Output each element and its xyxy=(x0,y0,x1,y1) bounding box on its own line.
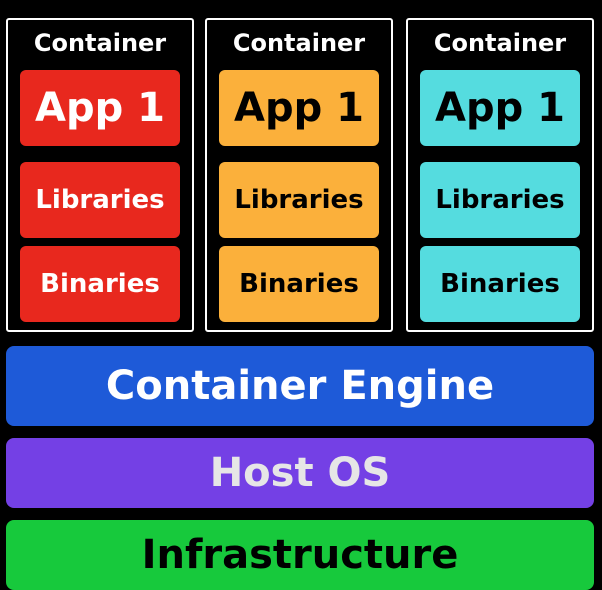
container-title: Container xyxy=(433,29,567,57)
container-title: Container xyxy=(33,29,167,57)
app-block: App 1 xyxy=(219,70,379,146)
host-os-layer: Host OS xyxy=(6,438,594,508)
binaries-block: Binaries xyxy=(20,246,180,322)
binaries-block: Binaries xyxy=(420,246,580,322)
libraries-block: Libraries xyxy=(219,162,379,238)
container-box-3: Container App 1 Libraries Binaries xyxy=(406,18,594,332)
app-block: App 1 xyxy=(420,70,580,146)
container-box-1: Container App 1 Libraries Binaries xyxy=(6,18,194,332)
app-block: App 1 xyxy=(20,70,180,146)
container-title: Container xyxy=(232,29,366,57)
binaries-block: Binaries xyxy=(219,246,379,322)
container-engine-layer: Container Engine xyxy=(6,346,594,426)
container-box-2: Container App 1 Libraries Binaries xyxy=(205,18,393,332)
libraries-block: Libraries xyxy=(420,162,580,238)
libraries-block: Libraries xyxy=(20,162,180,238)
infrastructure-layer: Infrastructure xyxy=(6,520,594,590)
